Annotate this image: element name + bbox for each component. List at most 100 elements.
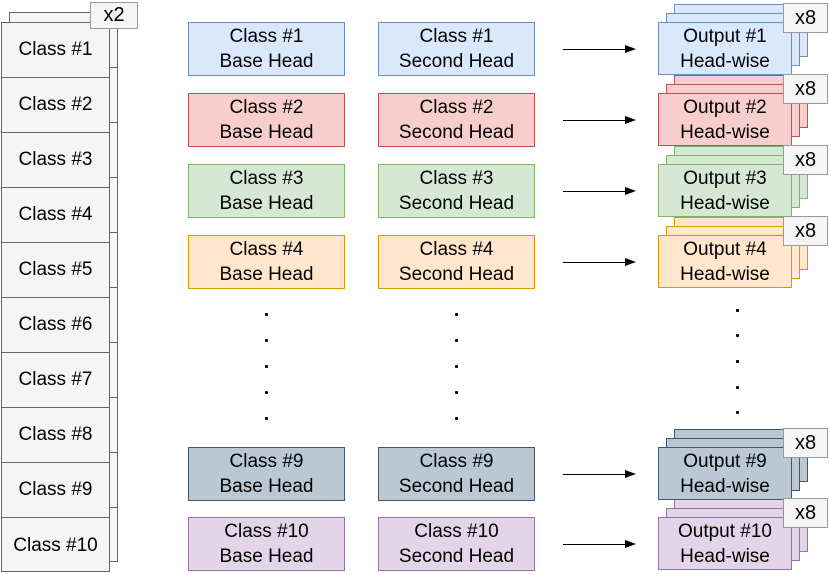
- second-head-class-label: Class #10: [414, 521, 499, 542]
- arrow-head: [625, 116, 636, 124]
- base-head-label: Base Head: [219, 51, 314, 72]
- ellipsis-dot: [455, 417, 458, 420]
- arrow-line: [563, 119, 626, 122]
- second-head-label: Second Head: [398, 546, 515, 567]
- second-head-class-label: Class #1: [419, 26, 494, 47]
- base-head-label: Base Head: [219, 264, 314, 285]
- ellipsis-dot: [736, 334, 739, 337]
- arrow-head: [625, 470, 636, 478]
- arrow-head: [625, 540, 636, 548]
- second-head-label: Second Head: [398, 122, 515, 143]
- base-head-class-label: Class #1: [229, 26, 304, 47]
- arrow-head: [625, 187, 636, 195]
- multiplier-badge-x2: x2: [90, 2, 138, 29]
- second-head-class-label: Class #2: [419, 97, 494, 118]
- ellipsis-dot: [736, 386, 739, 389]
- arrow: [563, 187, 636, 196]
- output-headwise-label: Head-wise: [680, 50, 770, 72]
- ellipsis-dot: [265, 365, 268, 368]
- ellipsis-dot: [736, 411, 739, 414]
- output-label: Output #4: [683, 238, 767, 260]
- class-list-item: Class #7: [2, 353, 109, 408]
- output-headwise-label: Head-wise: [680, 475, 770, 497]
- output-box: Output #1 Head-wise: [658, 22, 792, 75]
- arrow-line: [563, 190, 626, 193]
- ellipsis-dot: [736, 309, 739, 312]
- arrow-head: [625, 45, 636, 53]
- base-head-box: Class #1 Base Head: [188, 22, 345, 76]
- base-head-class-label: Class #9: [229, 451, 304, 472]
- output-headwise-label: Head-wise: [680, 545, 770, 567]
- base-head-box: Class #4 Base Head: [188, 235, 345, 289]
- arrow-line: [563, 543, 626, 546]
- multiplier-badge-x8: x8: [783, 3, 828, 33]
- ellipsis-dot: [455, 391, 458, 394]
- arrow: [563, 116, 636, 125]
- class-list-item: Class #1: [2, 23, 109, 78]
- output-label: Output #1: [683, 25, 767, 47]
- base-head-label: Base Head: [219, 476, 314, 497]
- class-list-item: Class #10: [13, 534, 98, 556]
- arrow-line: [563, 473, 626, 476]
- arrow: [563, 470, 636, 479]
- second-head-class-label: Class #4: [419, 239, 494, 260]
- output-box: Output #4 Head-wise: [658, 235, 792, 288]
- multiplier-badge-x8: x8: [783, 498, 828, 528]
- class-list: Class #1 Class #2 Class #3 Class #4 Clas…: [1, 22, 110, 572]
- arrow-head: [625, 258, 636, 266]
- base-head-label: Base Head: [219, 546, 314, 567]
- multiplier-badge-x8: x8: [783, 216, 828, 246]
- ellipsis-dot: [265, 417, 268, 420]
- ellipsis-dot: [265, 339, 268, 342]
- arrow: [563, 45, 636, 54]
- ellipsis-dot: [265, 391, 268, 394]
- base-head-box: Class #3 Base Head: [188, 164, 345, 218]
- arrow: [563, 258, 636, 267]
- second-head-class-label: Class #3: [419, 168, 494, 189]
- second-head-label: Second Head: [398, 193, 515, 214]
- base-head-class-label: Class #2: [229, 97, 304, 118]
- second-head-label: Second Head: [398, 51, 515, 72]
- base-head-box: Class #9 Base Head: [188, 447, 345, 501]
- output-headwise-label: Head-wise: [680, 121, 770, 143]
- class-list-item: Class #2: [2, 78, 109, 133]
- output-label: Output #2: [683, 96, 767, 118]
- multiplier-badge-x8: x8: [783, 145, 828, 175]
- class-list-item: Class #6: [2, 298, 109, 353]
- arrow-line: [563, 48, 626, 51]
- second-head-label: Second Head: [398, 264, 515, 285]
- ellipsis-dot: [265, 313, 268, 316]
- ellipsis-dot: [455, 313, 458, 316]
- class-list-item: Class #8: [2, 408, 109, 463]
- base-head-box: Class #10 Base Head: [188, 517, 345, 571]
- second-head-box: Class #4 Second Head: [378, 235, 535, 289]
- output-headwise-label: Head-wise: [680, 263, 770, 285]
- base-head-class-label: Class #3: [229, 168, 304, 189]
- second-head-box: Class #10 Second Head: [378, 517, 535, 571]
- output-box: Output #2 Head-wise: [658, 93, 792, 146]
- second-head-box: Class #3 Second Head: [378, 164, 535, 218]
- multiplier-badge-x8: x8: [783, 428, 828, 458]
- output-box: Output #3 Head-wise: [658, 164, 792, 217]
- class-list-item: Class #4: [2, 188, 109, 243]
- base-head-label: Base Head: [219, 193, 314, 214]
- arrow-line: [563, 261, 626, 264]
- output-label: Output #3: [683, 167, 767, 189]
- output-label: Output #9: [683, 450, 767, 472]
- second-head-box: Class #1 Second Head: [378, 22, 535, 76]
- second-head-box: Class #9 Second Head: [378, 447, 535, 501]
- second-head-class-label: Class #9: [419, 451, 494, 472]
- second-head-box: Class #2 Second Head: [378, 93, 535, 147]
- base-head-box: Class #2 Base Head: [188, 93, 345, 147]
- output-box: Output #10 Head-wise: [658, 517, 792, 570]
- arrow: [563, 540, 636, 549]
- second-head-label: Second Head: [398, 476, 515, 497]
- class-list-item: Class #3: [2, 133, 109, 188]
- ellipsis-dot: [455, 339, 458, 342]
- ellipsis-dot: [736, 360, 739, 363]
- ellipsis-dot: [455, 365, 458, 368]
- class-list-item: Class #5: [2, 243, 109, 298]
- output-headwise-label: Head-wise: [680, 192, 770, 214]
- class-list-item: Class #9: [2, 463, 109, 518]
